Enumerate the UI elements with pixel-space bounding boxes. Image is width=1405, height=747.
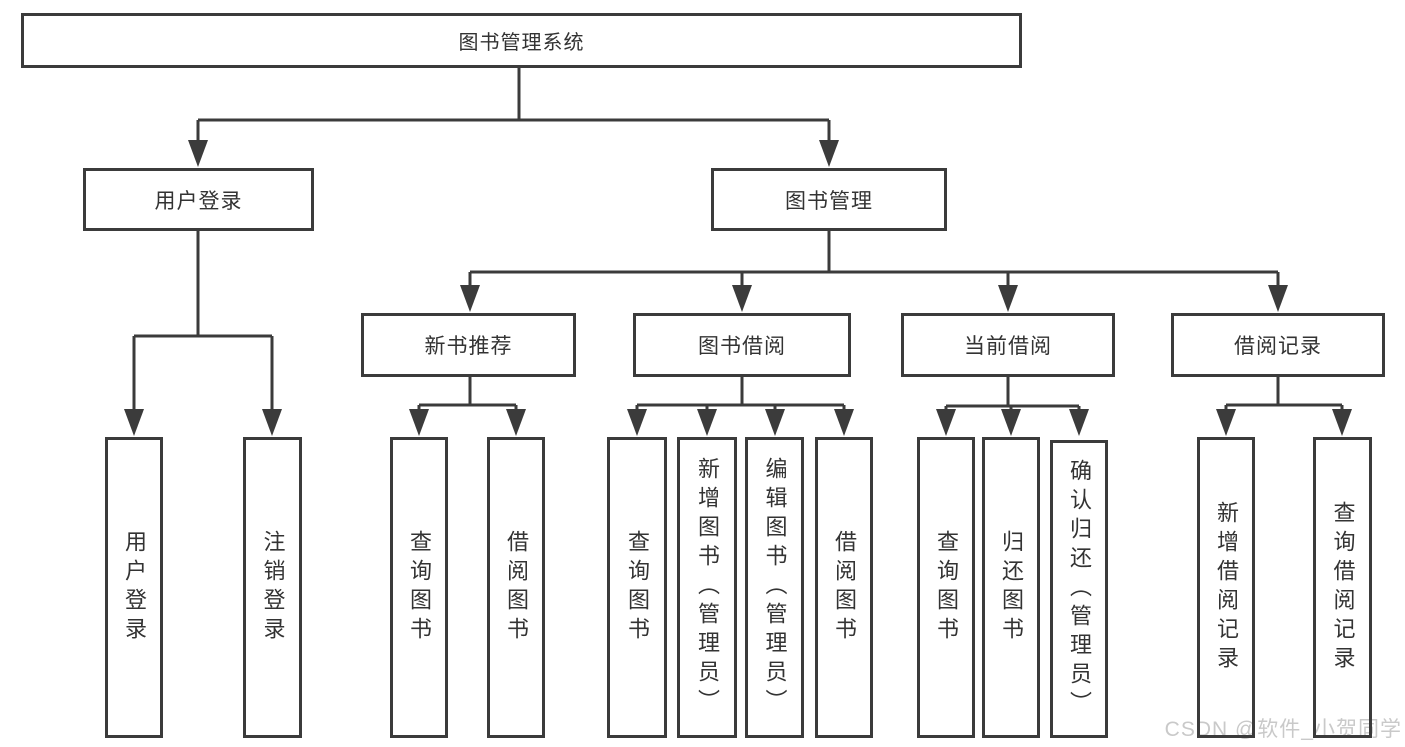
leaf-logout: 注销登录 (243, 437, 302, 738)
leaf-bb-add-books-admin: 新增图书（管理员） (677, 437, 737, 738)
leaf-nbr-query-books-label: 查询图书 (407, 529, 432, 646)
leaf-br-add-record: 新增借阅记录 (1197, 437, 1255, 738)
csdn-watermark: CSDN @软件_小贺同学 (1164, 718, 1402, 741)
leaf-bb-borrow-books: 借阅图书 (815, 437, 873, 738)
leaf-bb-add-books-admin-label: 新增图书（管理员） (695, 457, 720, 718)
node-book-management: 图书管理 (711, 168, 947, 231)
leaf-user-login-label: 用户登录 (122, 529, 147, 646)
node-library-management-system: 图书管理系统 (21, 13, 1022, 68)
leaf-cb-confirm-return-admin-label: 确认归还（管理员） (1067, 458, 1092, 720)
node-borrow-records: 借阅记录 (1171, 313, 1385, 377)
leaf-cb-query-books: 查询图书 (917, 437, 975, 738)
leaf-bb-edit-books-admin-label: 编辑图书（管理员） (762, 457, 788, 718)
leaf-nbr-borrow-books: 借阅图书 (487, 437, 545, 738)
leaf-nbr-query-books: 查询图书 (390, 437, 448, 738)
leaf-cb-return-books-label: 归还图书 (999, 529, 1024, 646)
node-book-borrow: 图书借阅 (633, 313, 851, 377)
arrowheads (124, 140, 1352, 436)
leaf-nbr-borrow-books-label: 借阅图书 (504, 529, 529, 646)
leaf-logout-label: 注销登录 (260, 529, 286, 646)
leaf-bb-borrow-books-label: 借阅图书 (832, 529, 857, 646)
leaf-cb-confirm-return-admin: 确认归还（管理员） (1050, 440, 1108, 738)
node-new-book-recommend: 新书推荐 (361, 313, 576, 377)
leaf-bb-query-books-label: 查询图书 (625, 529, 650, 646)
node-current-borrow: 当前借阅 (901, 313, 1115, 377)
node-user-login-group: 用户登录 (83, 168, 314, 231)
leaf-cb-return-books: 归还图书 (982, 437, 1040, 738)
leaf-bb-edit-books-admin: 编辑图书（管理员） (745, 437, 804, 738)
leaf-br-query-record-label: 查询借阅记录 (1330, 500, 1356, 675)
leaf-user-login: 用户登录 (105, 437, 163, 738)
leaf-cb-query-books-label: 查询图书 (934, 529, 959, 646)
leaf-bb-query-books: 查询图书 (607, 437, 667, 738)
leaf-br-add-record-label: 新增借阅记录 (1214, 500, 1239, 675)
leaf-br-query-record: 查询借阅记录 (1313, 437, 1372, 738)
